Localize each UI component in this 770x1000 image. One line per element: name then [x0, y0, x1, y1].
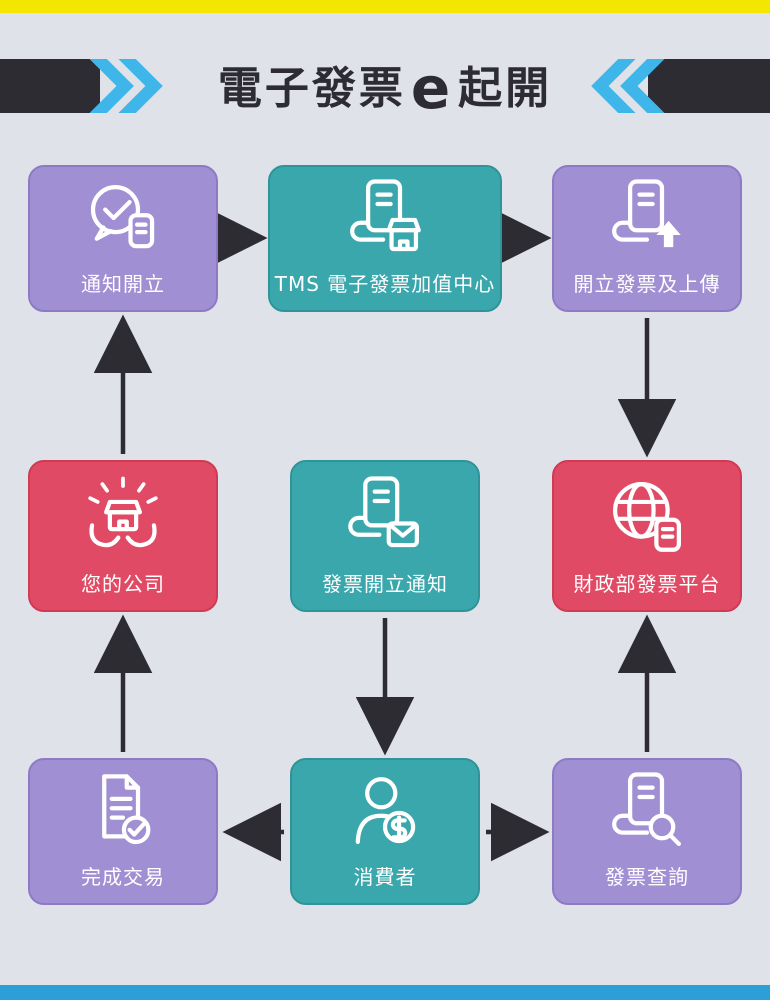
node-label: 開立發票及上傳	[573, 272, 721, 296]
banner-right-bar	[648, 59, 770, 113]
node-label: 通知開立	[81, 272, 165, 296]
node-icon-wrap	[292, 766, 478, 857]
node-icon-wrap	[554, 766, 740, 857]
banner-left-bar	[0, 59, 100, 113]
node-consumer: 消費者	[290, 758, 480, 905]
node-icon-wrap	[292, 468, 478, 564]
node-label: 財政部發票平台	[573, 572, 721, 596]
node-label: 消費者	[353, 865, 417, 889]
node-icon-wrap	[30, 766, 216, 857]
node-complete-transaction: 完成交易	[28, 758, 218, 905]
node-label: TMS 電子發票加值中心	[274, 272, 496, 296]
node-icon-wrap	[270, 173, 500, 264]
receipt-envelope-icon	[348, 476, 419, 548]
node-label: 發票查詢	[605, 865, 689, 889]
node-tms-center: TMS 電子發票加值中心	[268, 165, 502, 312]
receipt-magnifier-icon	[612, 771, 681, 846]
node-label: 您的公司	[81, 572, 165, 596]
node-icon-wrap	[30, 173, 216, 264]
chat-check-receipt-icon	[90, 184, 155, 248]
node-label: 完成交易	[81, 865, 165, 889]
node-mof-platform: 財政部發票平台	[552, 460, 742, 612]
document-check-icon	[102, 773, 151, 844]
title-suffix: 起開	[458, 63, 553, 114]
node-icon-wrap	[554, 468, 740, 564]
double-chevron-right-icon	[89, 59, 163, 113]
title-prefix: 電子發票	[217, 63, 406, 114]
node-invoice-notice: 發票開立通知	[290, 460, 480, 612]
globe-receipt-icon	[613, 482, 681, 552]
node-notify-open: 通知開立	[28, 165, 218, 312]
node-issue-upload: 開立發票及上傳	[552, 165, 742, 312]
person-coin-icon	[355, 776, 416, 844]
receipt-storefront-icon	[350, 178, 421, 251]
bottom-blue-bar	[0, 985, 770, 1000]
node-label: 發票開立通知	[322, 572, 448, 596]
node-invoice-search: 發票查詢	[552, 758, 742, 905]
title-e: e	[410, 54, 454, 122]
node-your-company: 您的公司	[28, 460, 218, 612]
node-icon-wrap	[554, 173, 740, 264]
double-chevron-left-icon	[591, 59, 665, 113]
hands-storefront-icon	[88, 476, 158, 548]
top-yellow-bar	[0, 0, 770, 13]
node-icon-wrap	[30, 468, 216, 564]
receipt-upload-icon	[612, 178, 681, 247]
